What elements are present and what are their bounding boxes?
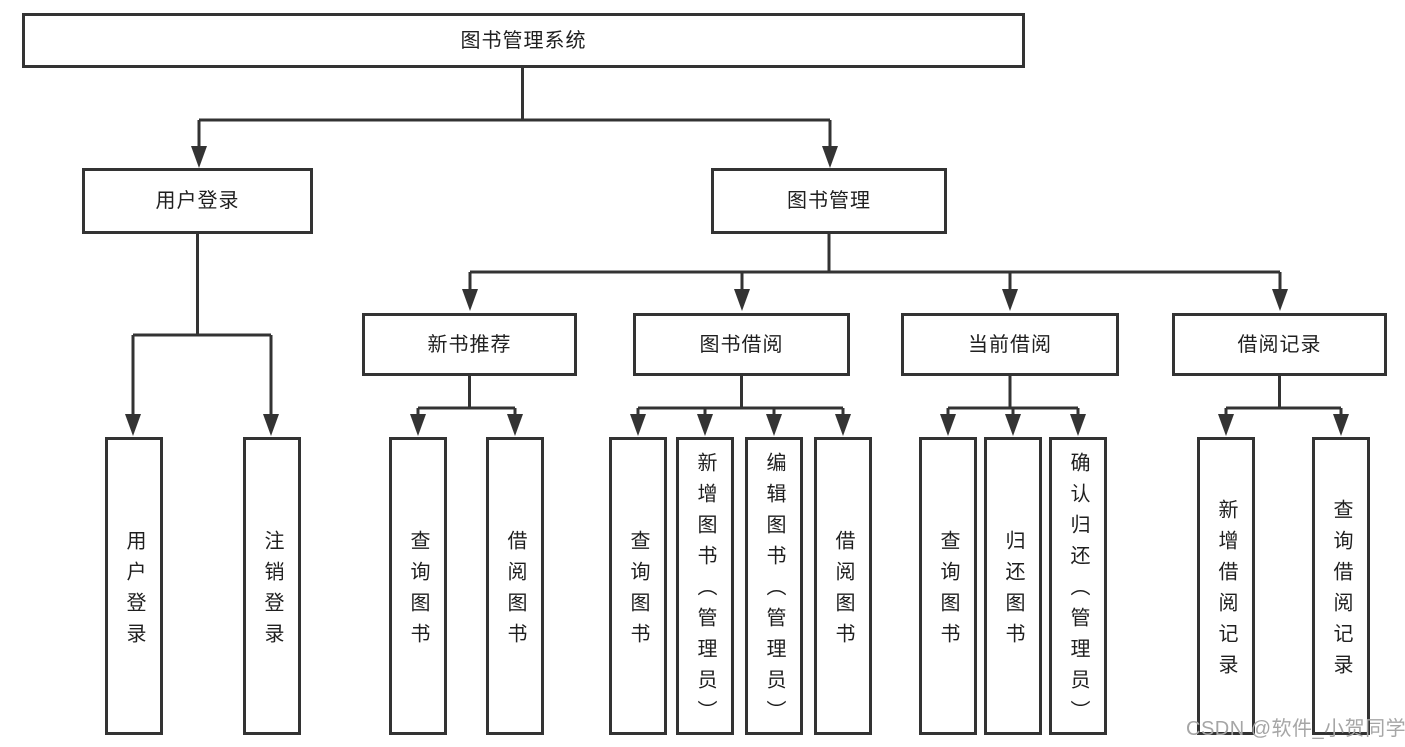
leaf-query-books-current: 查询图书 xyxy=(919,437,977,735)
leaf-add-borrow-record: 新增借阅记录 xyxy=(1197,437,1255,735)
node-new-book-recommend-label: 新书推荐 xyxy=(427,333,512,356)
leaf-logout-login: 注销登录 xyxy=(243,437,301,735)
node-current-borrowing: 当前借阅 xyxy=(901,313,1119,376)
leaf-user-login: 用户登录 xyxy=(105,437,163,735)
connectors-user-login-children xyxy=(125,234,279,436)
leaf-return-books-label: 归还图书 xyxy=(1002,529,1024,654)
leaf-logout-login-label: 注销登录 xyxy=(261,529,283,654)
node-book-management-label: 图书管理 xyxy=(787,190,871,212)
node-book-borrowing: 图书借阅 xyxy=(633,313,850,376)
leaf-confirm-return-admin: 确认归还（管理员） xyxy=(1049,437,1107,735)
leaf-query-books-recommend-label: 查询图书 xyxy=(407,529,429,654)
leaf-query-books-borrowing-label: 查询图书 xyxy=(627,529,649,654)
node-borrowing-records: 借阅记录 xyxy=(1172,313,1387,376)
connectors-borrowing-records-children xyxy=(1218,376,1349,436)
connectors-book-borrowing-children xyxy=(630,376,851,436)
leaf-query-borrow-record: 查询借阅记录 xyxy=(1312,437,1370,735)
leaf-edit-books-admin-label: 编辑图书（管理员） xyxy=(763,452,785,731)
leaf-borrow-books-borrowing: 借阅图书 xyxy=(814,437,872,735)
node-borrowing-records-label: 借阅记录 xyxy=(1237,333,1322,356)
node-book-management: 图书管理 xyxy=(711,168,947,234)
leaf-borrow-books-recommend-label: 借阅图书 xyxy=(504,529,526,654)
node-current-borrowing-label: 当前借阅 xyxy=(968,333,1052,356)
node-new-book-recommend: 新书推荐 xyxy=(362,313,577,376)
node-user-login-label: 用户登录 xyxy=(155,190,240,212)
leaf-edit-books-admin: 编辑图书（管理员） xyxy=(745,437,803,735)
node-root-label: 图书管理系统 xyxy=(460,29,587,52)
leaf-return-books: 归还图书 xyxy=(984,437,1042,735)
leaf-borrow-books-borrowing-label: 借阅图书 xyxy=(832,529,854,654)
node-book-borrowing-label: 图书借阅 xyxy=(699,333,784,356)
leaf-add-borrow-record-label: 新增借阅记录 xyxy=(1215,498,1237,685)
connectors-new-book-children xyxy=(410,376,523,436)
leaf-query-borrow-record-label: 查询借阅记录 xyxy=(1330,498,1352,685)
leaf-query-books-recommend: 查询图书 xyxy=(389,437,447,735)
watermark-text: CSDN @软件_小贺同学 xyxy=(1186,718,1405,740)
node-user-login: 用户登录 xyxy=(82,168,313,234)
leaf-query-books-borrowing: 查询图书 xyxy=(609,437,667,735)
leaf-borrow-books-recommend: 借阅图书 xyxy=(486,437,544,735)
leaf-add-books-admin-label: 新增图书（管理员） xyxy=(694,452,716,731)
leaf-user-login-label: 用户登录 xyxy=(123,529,145,654)
leaf-add-books-admin: 新增图书（管理员） xyxy=(676,437,734,735)
connectors-book-management-level2 xyxy=(462,234,1288,311)
leaf-query-books-current-label: 查询图书 xyxy=(937,529,959,654)
leaf-confirm-return-admin-label: 确认归还（管理员） xyxy=(1067,452,1089,731)
node-root: 图书管理系统 xyxy=(22,13,1025,68)
connectors-current-borrowing-children xyxy=(940,376,1086,436)
connectors-root-to-level1 xyxy=(191,68,838,168)
